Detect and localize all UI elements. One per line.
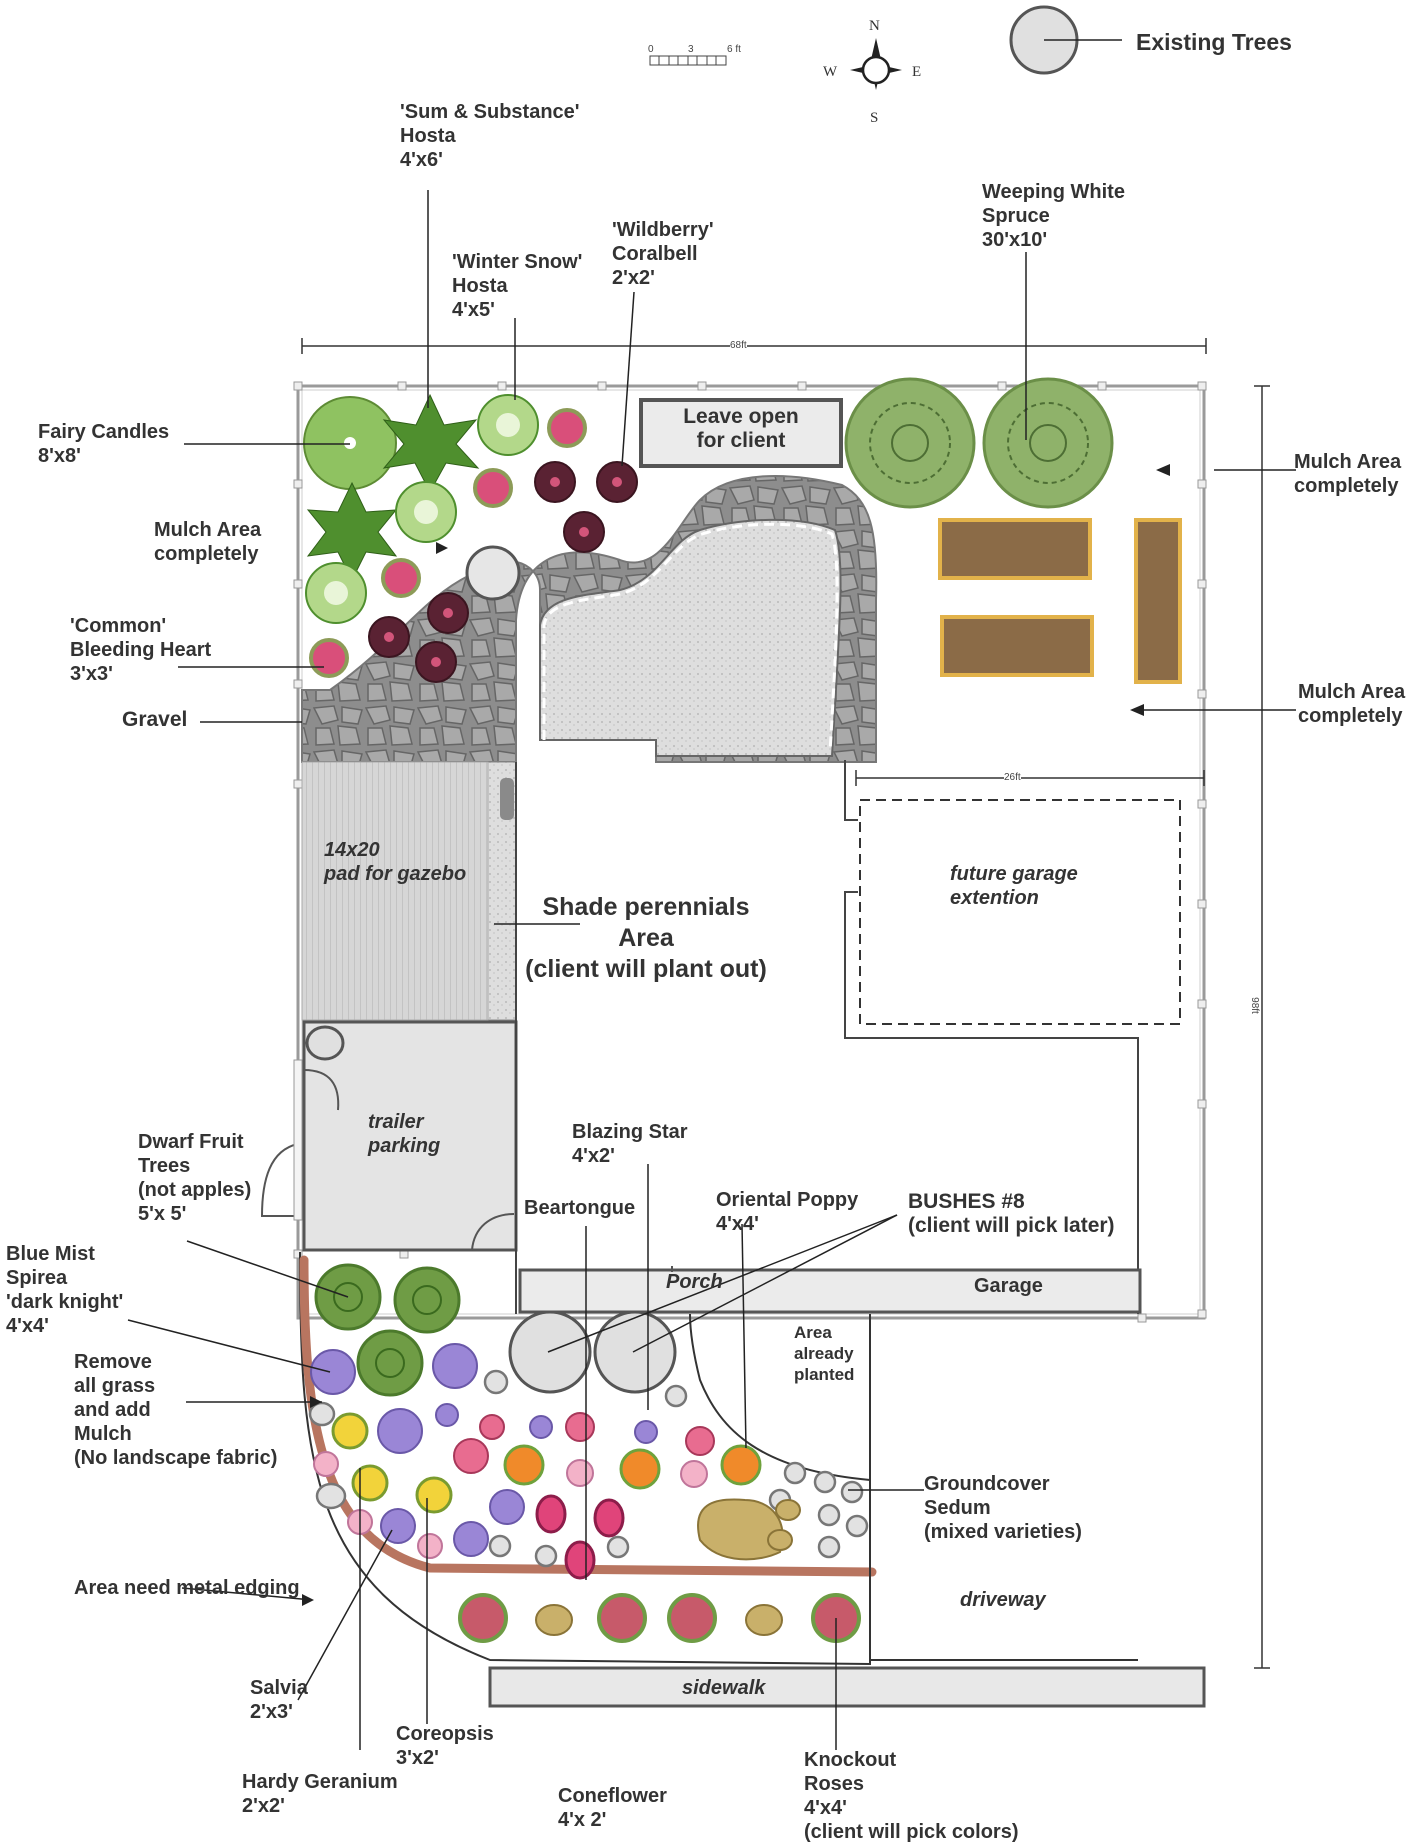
beartongue-plants — [453, 1412, 715, 1474]
coreopsis-plants — [331, 1412, 453, 1514]
porch-garage-strip — [518, 1268, 1142, 1314]
raised-bed-1 — [938, 518, 1092, 580]
gate-swing-bottom — [471, 1213, 515, 1251]
callout-gravel: Gravel — [122, 708, 188, 731]
weeping-spruce-2 — [982, 377, 1114, 509]
trailer-parking — [302, 1020, 518, 1252]
trailer-parking-label: trailer parking — [368, 1111, 441, 1157]
callout-dwarf-fruit-trees: Dwarf Fruit Trees (not apples) 5'x 5' — [138, 1131, 252, 1225]
callout-bleeding-heart: 'Common' Bleeding Heart 3'x3' — [70, 615, 212, 685]
house-outline — [515, 760, 1139, 1314]
coneflower-plants — [535, 1494, 625, 1580]
gazebo-pad-label: 14x20 pad for gazebo — [324, 839, 467, 885]
shade-area-label: Shade perennials Area (client will plant… — [525, 893, 767, 983]
callout-knockout-roses: Knockout Roses 4'x4' (client will pick c… — [804, 1749, 1019, 1843]
hosta-winter-snow-1 — [477, 394, 539, 456]
callout-mulch-right-bottom: Mulch Area completely — [1298, 681, 1406, 727]
weeping-spruce-1 — [844, 377, 976, 509]
compass-rose — [850, 38, 902, 90]
callout-weeping-spruce: Weeping White Spruce 30'x10' — [982, 181, 1125, 251]
compass-s: S — [870, 110, 879, 126]
stone-block — [500, 778, 514, 820]
legend-existing-trees: Existing Trees — [1136, 29, 1292, 55]
hosta-winter-snow-2 — [395, 481, 457, 543]
scale-tick-3: 3 — [688, 44, 694, 55]
callout-winter-snow-hosta: 'Winter Snow' Hosta 4'x5' — [452, 251, 583, 321]
callout-wildberry-coralbell: 'Wildberry' Coralbell 2'x2' — [612, 219, 714, 289]
callout-mulch-right-top: Mulch Area completely — [1294, 451, 1402, 497]
leave-open-box — [639, 398, 843, 468]
scale-bar — [649, 55, 727, 66]
callout-remove-grass: Remove all grass and add Mulch (No lands… — [74, 1351, 278, 1469]
hosta-sum-substance — [382, 393, 480, 494]
callout-coneflower: Coneflower 4'x 2' — [558, 1785, 667, 1831]
callout-metal-edging: Area need metal edging — [74, 1577, 300, 1599]
callout-beartongue: Beartongue — [524, 1197, 636, 1219]
callout-bushes: BUSHES #8 (client will pick later) — [908, 1190, 1115, 1237]
garage-extension-label: future garage extention — [950, 863, 1078, 909]
knockout-roses — [458, 1593, 861, 1643]
callout-salvia: Salvia 2'x3' — [250, 1677, 308, 1723]
dimension-lines — [301, 338, 1270, 1669]
porch-label: Porch — [666, 1271, 723, 1293]
gate-swing-left — [260, 1143, 299, 1217]
scale-tick-6: 6 ft — [727, 44, 741, 55]
existing-tree-bed — [465, 545, 521, 601]
property-boundary — [296, 384, 1206, 1320]
callout-blazing-star: Blazing Star 4'x2' — [572, 1121, 688, 1167]
spirea-centers — [333, 1282, 442, 1378]
callout-coreopsis: Coreopsis 3'x2' — [396, 1723, 494, 1769]
driveway-edge — [869, 1314, 1138, 1661]
trailer-gate-post — [293, 1059, 303, 1221]
poppy-plants — [503, 1444, 762, 1490]
area-planted-label: Area already planted — [794, 1323, 855, 1384]
callout-fairy-candles: Fairy Candles 8'x8' — [38, 421, 170, 467]
callout-mulch-left: Mulch Area completely — [154, 519, 262, 565]
hosta-winter-snow-3 — [305, 562, 367, 624]
callout-blue-mist-spirea: Blue Mist Spirea 'dark knight' 4'x4' — [6, 1243, 124, 1337]
driveway-label: driveway — [960, 1589, 1046, 1611]
dimension-98ft: 98ft — [1248, 997, 1260, 1014]
gazebo-pad — [301, 761, 489, 1021]
patio-dashed-edge — [542, 522, 839, 753]
callout-groundcover-sedum: Groundcover Sedum (mixed varieties) — [924, 1473, 1082, 1543]
sedum-stones — [308, 1369, 869, 1568]
hosta-sum-substance-2 — [306, 481, 398, 582]
dimension-26ft: 26ft — [1004, 772, 1021, 783]
gate-swing-top — [303, 1069, 340, 1111]
callout-hardy-geranium: Hardy Geranium 2'x2' — [242, 1771, 398, 1817]
compass-w: W — [823, 64, 838, 80]
sidewalk — [488, 1666, 1206, 1708]
boulder-large — [697, 1498, 784, 1561]
compass-n: N — [869, 18, 880, 34]
small-boulders — [535, 1499, 801, 1636]
leave-open-label: Leave open for client — [683, 405, 799, 452]
garage-label: Garage — [974, 1275, 1043, 1297]
gravel-patio — [539, 518, 842, 757]
sidewalk-label: sidewalk — [682, 1677, 766, 1699]
leader-arrows — [302, 464, 1170, 1606]
trailer-tree — [305, 1025, 345, 1061]
scale-tick-0: 0 — [648, 44, 654, 55]
coralbell-highlights — [384, 477, 622, 667]
callout-sum-substance-hosta: 'Sum & Substance' Hosta 4'x6' — [400, 101, 580, 171]
leader-lines — [127, 190, 1296, 1750]
fairy-candles-plant — [303, 396, 397, 490]
garage-extension — [859, 799, 1181, 1025]
raised-bed-3 — [1134, 518, 1182, 684]
compass-e: E — [912, 64, 922, 80]
callout-oriental-poppy: Oriental Poppy 4'x4' — [716, 1189, 859, 1235]
existing-tree-porch-2 — [593, 1310, 677, 1394]
raised-bed-2 — [940, 615, 1094, 677]
dimension-68ft: 68ft — [730, 340, 747, 351]
